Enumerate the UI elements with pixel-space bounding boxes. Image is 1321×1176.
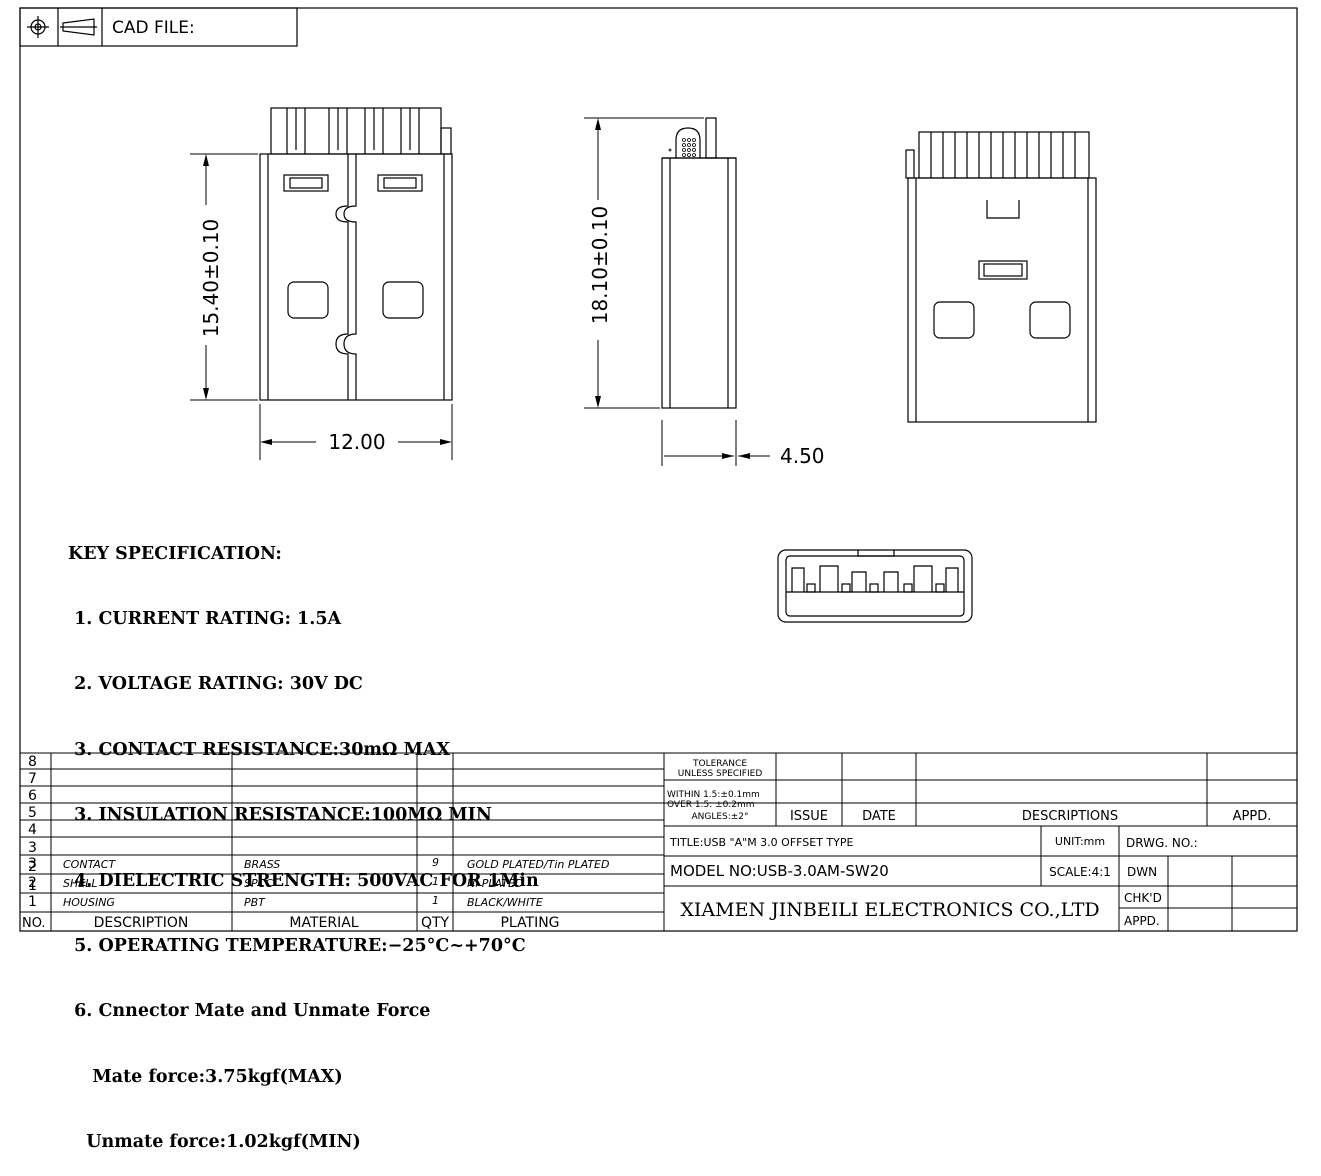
bom-row-number: 8 [28,754,37,770]
tolerance-angles: ANGLES:±2° [691,812,748,822]
spec-line: 1. CURRENT RATING: 1.5A [68,608,342,629]
bom-row-number: 2 [28,859,37,875]
bom-row-description: SHELL [63,877,97,890]
front-dimension-lines [190,153,453,460]
sheet-border [19,7,1298,932]
spec-line: 3. CONTACT RESISTANCE:30mΩ MAX [68,739,451,760]
bom-header-description: DESCRIPTION [94,915,189,931]
spec-line: 3. INSULATION RESISTANCE:100MΩ MIN [68,805,492,826]
spec-line: 4. DIELECTRIC STRENGTH: 500VAC FOR 1Min [68,870,539,891]
tolerance-label: TOLERANCE [692,759,747,769]
drawing-canvas: 15.40±0.10 12.00 18.10±0.10 4.50 [19,7,1298,932]
spec-line: 5. OPERATING TEMPERATURE:−25°C~+70°C [68,935,526,956]
issue-header: ISSUE [790,809,828,824]
spec-line: Mate force:3.75kgf(MAX) [68,1066,343,1087]
bom-header-plating: PLATING [500,915,559,931]
spec-heading: KEY SPECIFICATION: [68,543,282,564]
bom-header-material: MATERIAL [289,915,358,931]
bom-row-material: SPCC [244,877,273,890]
spec-line: Unmate force:1.02kgf(MIN) [68,1132,361,1153]
bom-row-number: 3 [28,856,37,872]
side-view-contacts [668,138,696,157]
back-view [905,131,1097,423]
projection-symbol-icon [27,16,97,38]
descriptions-header: DESCRIPTIONS [1022,809,1118,824]
side-width-dimension: 4.50 [780,444,825,468]
bom-row-material: BRASS [244,858,280,871]
model-number: MODEL NO:USB-3.0AM-SW20 [670,862,889,880]
scale-label: SCALE:4:1 [1049,865,1111,879]
bom-table-grid [20,752,1297,931]
tolerance-within: WITHIN 1.5:±0.1mm [667,790,760,800]
cad-file-label: CAD FILE: [112,18,195,38]
appd-header: APPD. [1233,809,1272,824]
bom-row-description: HOUSING [63,896,115,909]
bom-header-no: NO. [22,916,46,931]
bom-row-number: 5 [28,805,37,821]
side-height-dimension: 18.10±0.10 [588,206,612,325]
bom-row-plating: GOLD PLATED/Tin PLATED [467,858,609,871]
bom-row-number: 2 [28,875,37,891]
mating-face-view [777,549,973,623]
bom-row-number: 1 [28,878,37,894]
key-specification-block: KEY SPECIFICATION: 1. CURRENT RATING: 1.… [68,500,539,1176]
front-height-dimension: 15.40±0.10 [199,219,223,338]
cad-file-box [19,7,298,47]
bom-row-number: 3 [28,840,37,856]
unit-label: UNIT:mm [1055,835,1105,848]
spec-line: 6. Cnnector Mate and Unmate Force [68,1001,431,1022]
drawing-sheet: 15.40±0.10 12.00 18.10±0.10 4.50 [19,7,1298,932]
bom-row-qty: 1 [432,875,439,888]
spec-line: 2. VOLTAGE RATING: 30V DC [68,674,363,695]
bom-row-number: 1 [28,894,37,910]
company-name: XIAMEN JINBEILI ELECTRONICS CO.,LTD [680,899,1099,921]
bom-row-number: 7 [28,771,37,787]
bom-row-number: 4 [28,822,37,838]
bom-row-plating: Ni PLATED [467,877,523,890]
checked-by-label: CHK'D [1124,891,1162,905]
title-block-grid [664,753,1297,931]
side-view [661,117,737,409]
tolerance-unless-label: UNLESS SPECIFIED [678,769,763,779]
tolerance-over: OVER 1.5: ±0.2mm [667,800,754,810]
bom-row-qty: 9 [432,856,439,869]
bom-row-description: CONTACT [63,858,116,871]
drawing-title: TITLE:USB "A"M 3.0 OFFSET TYPE [669,836,854,849]
bom-row-number: 6 [28,788,37,804]
bom-header-qty: QTY [421,915,450,931]
bom-row-qty: 1 [432,894,439,907]
front-view [259,107,453,401]
drawing-number-label: DRWG. NO.: [1126,836,1198,850]
date-header: DATE [862,809,896,824]
bom-row-plating: BLACK/WHITE [467,896,543,909]
drawn-by-label: DWN [1127,865,1157,879]
approved-by-label: APPD. [1124,914,1160,928]
bom-row-material: PBT [244,896,266,909]
front-width-dimension: 12.00 [328,430,385,454]
